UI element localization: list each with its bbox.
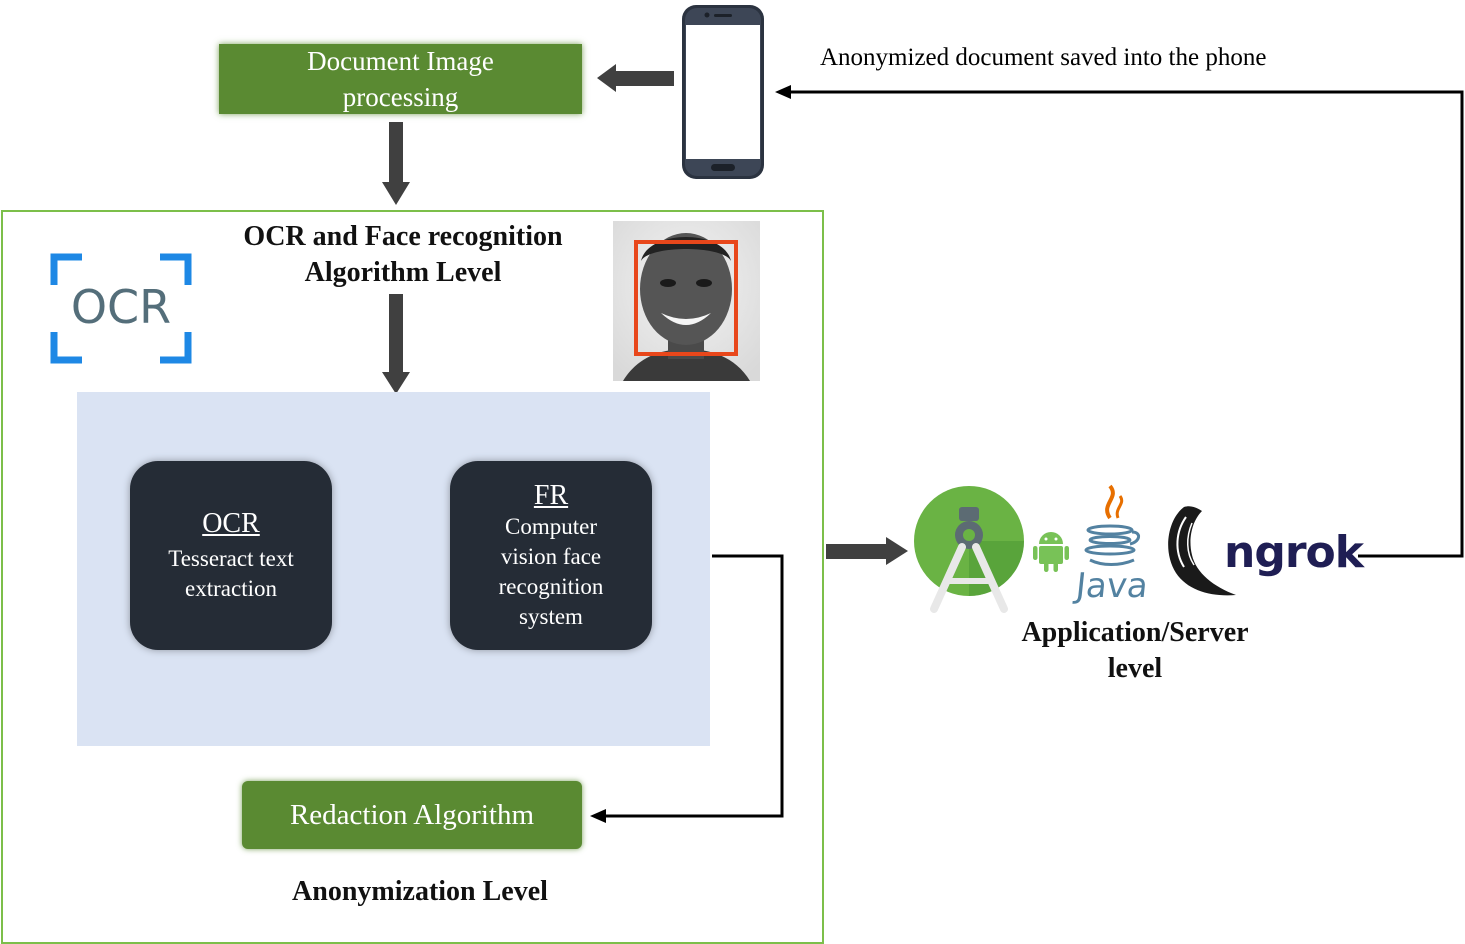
fr-step-box: FR Computer vision face recognition syst…	[450, 461, 652, 650]
document-image-processing-box: Document Image processing	[219, 44, 582, 114]
algorithm-level-title: OCR and Face recognition Algorithm Level	[200, 219, 606, 291]
fr-step-line3: recognition	[498, 573, 604, 599]
ocr-step-line1: Tesseract text	[168, 545, 294, 571]
application-server-level-label: Application/Server level	[985, 615, 1285, 687]
anonymization-frame	[1, 210, 824, 944]
fr-step-line1: Computer	[505, 513, 597, 539]
java-logo-text: Java	[1073, 566, 1151, 606]
document-image-processing-label: Document Image processing	[307, 46, 494, 112]
arrow-server-to-phone	[775, 85, 1464, 558]
ocr-logo-brackets-icon	[50, 253, 192, 364]
java-cup-icon	[1084, 484, 1140, 566]
redaction-algorithm-label: Redaction Algorithm	[289, 798, 535, 831]
algorithm-level-line2: Algorithm Level	[304, 257, 502, 288]
arrow-processing-to-algorithm-level	[382, 122, 410, 205]
saved-caption: Anonymized document saved into the phone	[820, 44, 1267, 71]
flask-horn-icon	[1168, 506, 1236, 596]
face-detection-image	[613, 221, 760, 381]
fr-step-line4: system	[519, 603, 583, 629]
arrow-title-to-panel	[382, 294, 410, 394]
face-bounding-box	[634, 240, 738, 356]
redaction-algorithm-box: Redaction Algorithm	[242, 781, 582, 849]
anonymization-level-label: Anonymization Level	[292, 876, 548, 907]
ocr-step-title: OCR	[202, 507, 260, 539]
android-robot-icon	[1033, 532, 1069, 572]
application-server-line2: level	[1107, 653, 1163, 684]
application-server-line1: Application/Server	[1021, 617, 1249, 648]
android-studio-icon	[914, 486, 1024, 613]
arrow-phone-to-processing	[597, 64, 674, 92]
ocr-logo-text: OCR	[70, 280, 172, 334]
arrow-fr-to-redaction	[590, 554, 784, 823]
ocr-step-line2: extraction	[185, 575, 277, 601]
ocr-logo-icon: OCR	[50, 253, 192, 364]
algorithm-level-line1: OCR and Face recognition	[243, 221, 563, 252]
fr-step-title: FR	[533, 479, 569, 511]
arrow-to-application-server	[826, 537, 908, 565]
ocr-step-box: OCR Tesseract text extraction	[130, 461, 332, 650]
ngrok-logo-text: ngrok	[1224, 527, 1364, 578]
fr-step-line2: vision face	[500, 543, 602, 569]
smartphone-icon	[682, 5, 764, 179]
